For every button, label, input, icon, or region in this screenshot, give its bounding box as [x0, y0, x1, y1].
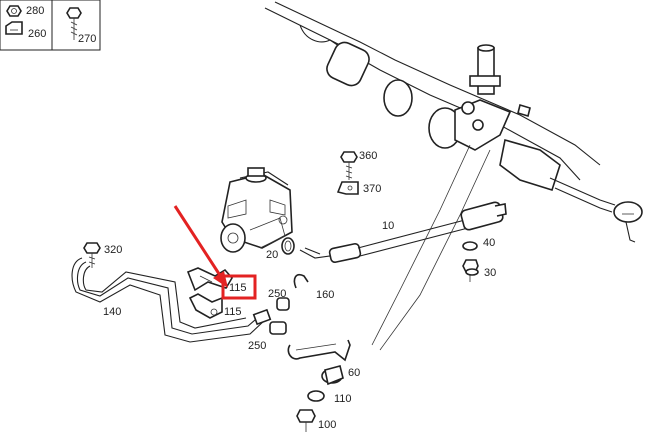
nut-icon [6, 5, 22, 17]
label-370: 370 [363, 183, 381, 195]
clip-370 [336, 181, 359, 195]
pressure-hose-10 [299, 201, 507, 264]
label-250-upper: 250 [268, 288, 286, 300]
label-10: 10 [382, 220, 394, 232]
label-60: 60 [348, 367, 360, 379]
label-115: 115 [224, 306, 242, 318]
o-ring-20 [281, 237, 295, 255]
legend-box [0, 0, 101, 51]
label-320: 320 [104, 244, 122, 256]
bracket-115-lower [188, 293, 223, 319]
hose-60 [287, 339, 351, 386]
label-40: 40 [483, 237, 495, 249]
hose-160 [293, 273, 309, 289]
steering-gear [264, 1, 643, 243]
bolt-360 [340, 151, 358, 180]
label-160: 160 [316, 289, 334, 301]
highlight-box [221, 274, 257, 300]
label-360: 360 [359, 150, 377, 162]
label-100: 100 [318, 419, 336, 431]
bolt-icon [66, 7, 82, 40]
label-20: 20 [266, 249, 278, 261]
clamp-250-upper [276, 297, 290, 311]
power-steering-pump [220, 167, 293, 253]
bolt-100 [296, 409, 316, 432]
label-250-lower: 250 [248, 340, 266, 352]
label-280: 280 [26, 5, 44, 17]
gear-feed-lines [371, 144, 491, 351]
clip-icon [5, 21, 23, 35]
label-30: 30 [484, 267, 496, 279]
bolt-30 [462, 259, 479, 282]
return-line-140 [71, 257, 272, 343]
label-110: 110 [334, 393, 352, 405]
bolt-320 [83, 242, 101, 268]
washer-40 [462, 241, 478, 251]
label-115-highlighted: 115 [229, 282, 247, 294]
clamp-250-lower [269, 321, 287, 335]
label-260: 260 [28, 28, 46, 40]
washer-110 [307, 390, 325, 402]
label-270: 270 [78, 33, 96, 45]
label-140: 140 [103, 306, 121, 318]
